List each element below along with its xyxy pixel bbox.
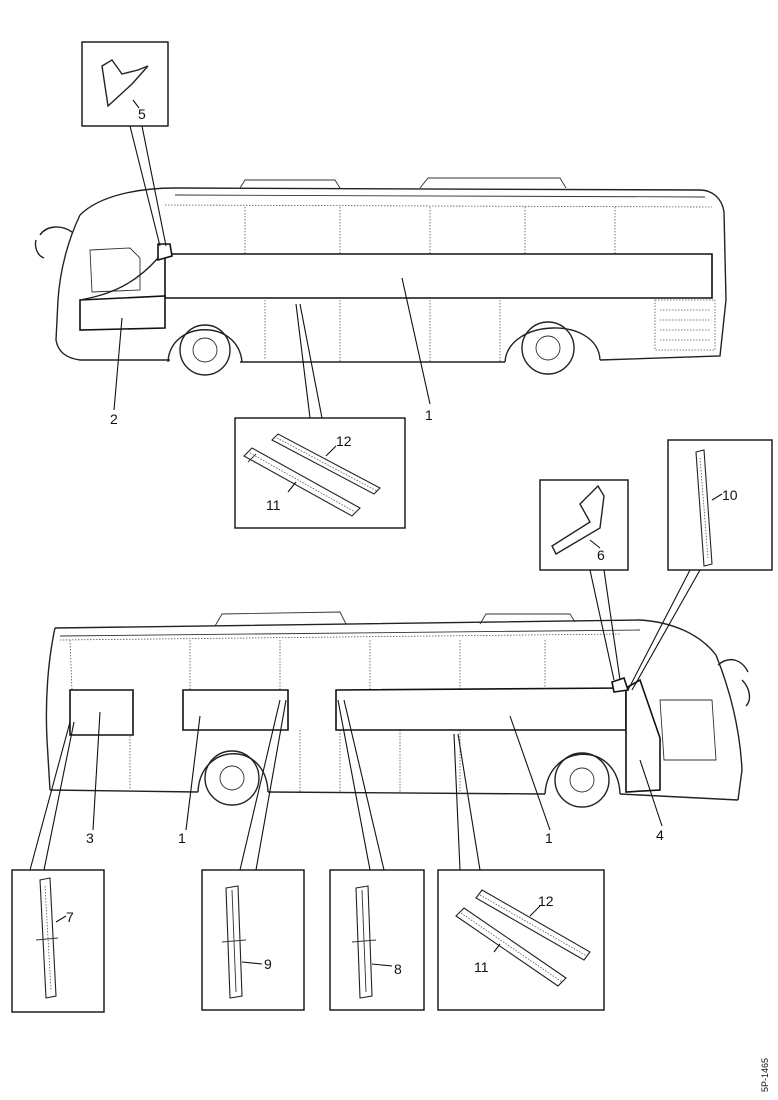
top-bus-outline (34, 177, 727, 376)
label-9: 9 (264, 956, 272, 972)
label-3-bottom: 3 (86, 830, 94, 846)
bottom-bus-outline (45, 611, 751, 808)
top-side-strip-1 (164, 253, 713, 299)
bottom-side-strip-1 (335, 687, 627, 731)
rail-11-icon (243, 447, 361, 517)
top-callout-5: 5 (81, 41, 169, 247)
bottom-callout-rails: 12 11 (437, 733, 605, 1011)
bottom-callout-7: 7 (11, 721, 105, 1013)
profile-10-icon (695, 449, 713, 567)
label-5-top: 5 (138, 106, 146, 122)
label-11-top: 11 (266, 497, 281, 513)
bottom-front-panel-4 (625, 678, 661, 793)
label-12-top: 12 (336, 433, 352, 449)
label-7: 7 (66, 909, 74, 925)
label-4-bottom: 4 (656, 827, 664, 843)
label-1-bottom-mid: 1 (178, 830, 186, 846)
top-front-panel-2 (79, 295, 166, 331)
bottom-callout-9: 9 (201, 699, 305, 1011)
bottom-highlighted-parts (69, 676, 661, 793)
label-10: 10 (722, 487, 738, 503)
corner-piece-icon (551, 484, 605, 555)
label-11-bottom: 11 (474, 959, 489, 975)
bottom-corner-piece-6 (611, 676, 630, 693)
bottom-rear-panel-3 (69, 689, 134, 736)
figure-code: 5P-1465 (760, 1058, 770, 1092)
bottom-callout-6: 6 (539, 479, 629, 681)
label-12-bottom: 12 (538, 893, 554, 909)
label-2-top: 2 (110, 411, 118, 427)
top-highlighted-parts (79, 243, 713, 331)
label-1-top: 1 (425, 407, 433, 423)
label-1-bottom-strip: 1 (545, 830, 553, 846)
label-8: 8 (394, 961, 402, 977)
bottom-callout-8: 8 (329, 699, 425, 1011)
label-6-bottom: 6 (597, 547, 605, 563)
top-callout-rails: 12 11 (234, 303, 406, 529)
corner-piece-icon (101, 59, 149, 108)
bottom-callout-10: 10 (627, 439, 773, 691)
bottom-mid-panel-1 (182, 689, 289, 731)
